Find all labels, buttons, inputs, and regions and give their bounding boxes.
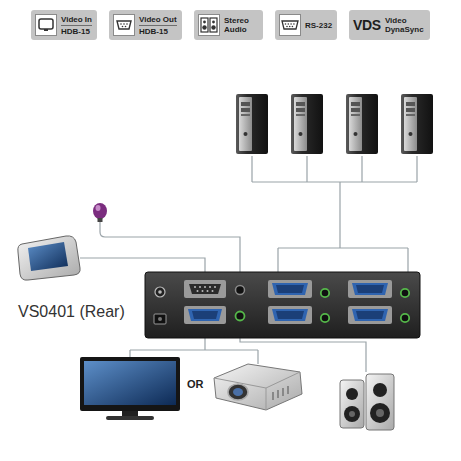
model-label: VS0401 (Rear) — [18, 302, 125, 321]
or-label: OR — [187, 378, 204, 391]
badge-text: Stereo Audio — [224, 16, 258, 34]
feature-badge: RS-232 — [275, 10, 337, 40]
vs0401-rear — [145, 272, 420, 338]
feature-badge: VDSVideo DynaSync — [349, 10, 430, 40]
touch-panel — [18, 236, 80, 280]
projector — [214, 364, 302, 410]
feature-icon — [113, 14, 135, 36]
badge-text: RS-232 — [305, 21, 332, 30]
feature-badge: Video OutHDB-15 — [109, 10, 182, 40]
speakers — [340, 374, 394, 430]
feature-badge: Video InHDB-15 — [31, 10, 97, 40]
feature-badge: Stereo Audio — [194, 10, 263, 40]
feature-icon — [279, 14, 301, 36]
badge-text: HDB-15 — [61, 27, 92, 36]
feature-icon — [198, 14, 220, 36]
badge-text: VDS — [353, 17, 381, 33]
ir-sensor — [93, 203, 107, 222]
badge-text: Video In — [61, 15, 92, 26]
lcd-monitor — [80, 357, 180, 420]
badge-text: Video Out — [139, 15, 177, 26]
badge-text: HDB-15 — [139, 27, 177, 36]
badge-text: Video DynaSync — [385, 16, 425, 34]
feature-icon — [35, 14, 57, 36]
